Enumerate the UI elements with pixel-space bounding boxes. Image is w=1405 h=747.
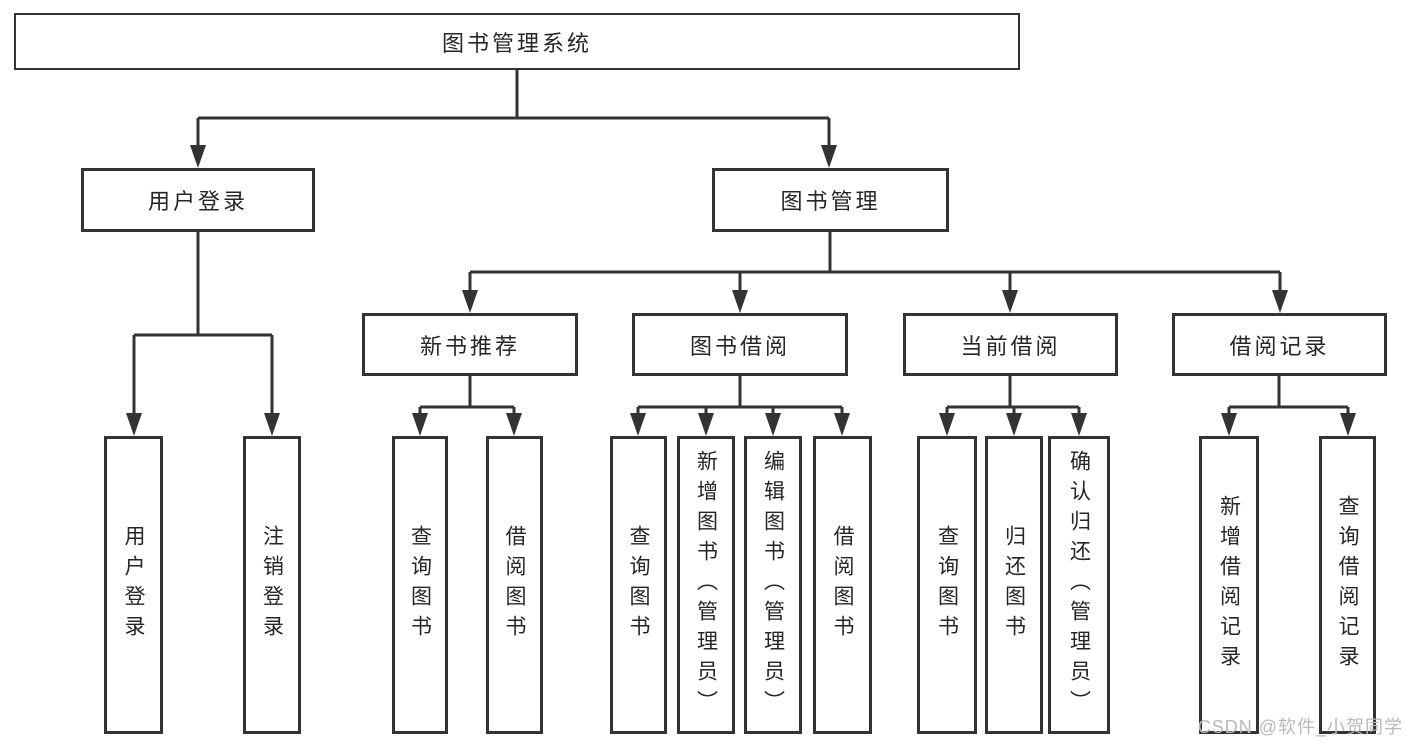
arrowhead: [765, 413, 781, 436]
arrowhead: [412, 413, 428, 436]
leaf-query-books-recommend: 查询图书: [392, 436, 448, 734]
arrowhead: [190, 145, 206, 168]
arrowhead: [462, 290, 478, 313]
arrowhead: [506, 413, 522, 436]
leaf-edit-books-admin: 编辑图书（管理员）: [744, 436, 802, 734]
csdn-watermark: CSDN @软件_小贺同学: [1197, 717, 1403, 737]
leaf-query-books-current: 查询图书: [917, 436, 977, 734]
node-current-borrowing: 当前借阅: [903, 313, 1118, 376]
node-root-system: 图书管理系统: [14, 13, 1020, 70]
leaf-return-books: 归还图书: [985, 436, 1043, 734]
arrowhead: [698, 413, 714, 436]
arrowhead: [939, 413, 955, 436]
node-user-login: 用户登录: [81, 168, 315, 232]
arrowhead: [126, 413, 142, 436]
arrowhead: [1006, 413, 1022, 436]
arrowhead: [1002, 290, 1018, 313]
leaf-logout: 注销登录: [243, 436, 301, 734]
node-new-book-recommend: 新书推荐: [362, 313, 578, 376]
leaf-borrow-books-recommend: 借阅图书: [486, 436, 543, 734]
arrowhead: [630, 413, 646, 436]
node-book-borrowing: 图书借阅: [632, 313, 848, 376]
leaf-query-books-borrowing: 查询图书: [610, 436, 667, 734]
node-borrowing-records: 借阅记录: [1172, 313, 1387, 376]
arrowhead: [1340, 413, 1356, 436]
arrowhead: [1071, 413, 1087, 436]
leaf-add-borrow-record: 新增借阅记录: [1199, 436, 1259, 734]
leaf-query-borrow-record: 查询借阅记录: [1319, 436, 1376, 734]
leaf-borrow-books: 借阅图书: [813, 436, 872, 734]
arrowhead: [834, 413, 850, 436]
leaf-user-login: 用户登录: [104, 436, 163, 734]
arrowhead: [264, 413, 280, 436]
arrowhead: [821, 145, 837, 168]
leaf-add-books-admin: 新增图书（管理员）: [677, 436, 735, 734]
arrowhead: [1272, 290, 1288, 313]
leaf-confirm-return-admin: 确认归还（管理员）: [1048, 436, 1110, 734]
arrowhead: [1221, 413, 1237, 436]
node-book-management: 图书管理: [712, 168, 949, 232]
arrowhead: [732, 290, 748, 313]
